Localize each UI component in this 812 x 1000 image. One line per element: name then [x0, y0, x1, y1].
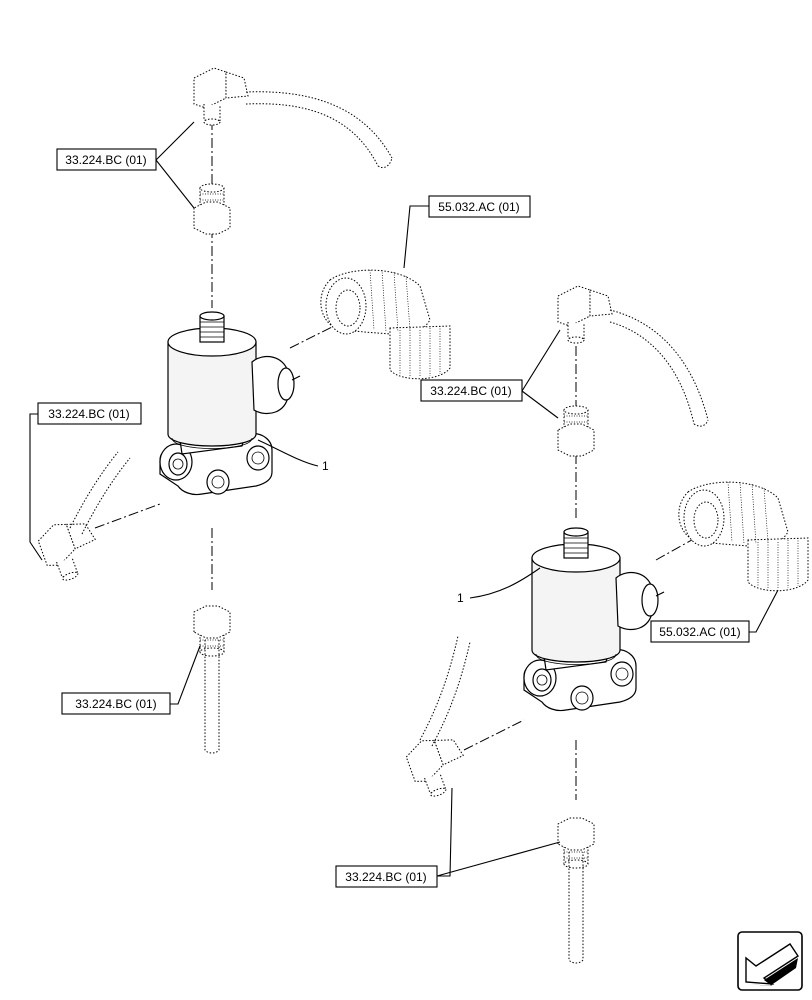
angle-plug-top-right	[557, 285, 613, 344]
solenoid-valve-left	[159, 311, 301, 496]
callout-33-224-bc-bottom-right[interactable]: 33.224.BC (01)	[335, 865, 438, 888]
svg-text:55.032.AC (01): 55.032.AC (01)	[659, 625, 740, 639]
item-number-1-left: 1	[257, 439, 329, 473]
svg-text:33.224.BC (01): 33.224.BC (01)	[65, 153, 146, 167]
item-number-1-right: 1	[457, 567, 541, 605]
callout-33-224-bc-mid-right[interactable]: 33.224.BC (01)	[420, 379, 523, 402]
callout-55-032-ac-right[interactable]: 55.032.AC (01)	[650, 620, 750, 643]
elbow-cap-right	[678, 481, 809, 592]
fitting-bottom-right	[557, 817, 595, 869]
svg-text:55.032.AC (01): 55.032.AC (01)	[438, 200, 519, 214]
assembly-left	[34, 67, 451, 754]
assembly-right	[402, 285, 809, 964]
arrow-left-down-icon[interactable]	[737, 931, 803, 991]
solenoid-valve-right	[523, 527, 665, 712]
svg-text:33.224.BC (01): 33.224.BC (01)	[75, 697, 156, 711]
callout-33-224-bc-mid-left[interactable]: 33.224.BC (01)	[37, 402, 142, 425]
svg-text:33.224.BC (01): 33.224.BC (01)	[345, 870, 426, 884]
angle-plug-side-right	[402, 728, 474, 802]
svg-text:1: 1	[457, 591, 464, 605]
fitting-top-right	[557, 405, 595, 457]
callout-33-224-bc-top-left[interactable]: 33.224.BC (01)	[56, 148, 157, 171]
angle-plug-top-left	[193, 67, 249, 126]
svg-text:1: 1	[322, 459, 329, 473]
angle-plug-side-left	[34, 512, 106, 586]
elbow-cap-left	[320, 269, 451, 380]
fitting-top-left	[193, 183, 231, 235]
svg-text:33.224.BC (01): 33.224.BC (01)	[48, 407, 129, 421]
callout-55-032-ac-top[interactable]: 55.032.AC (01)	[428, 195, 531, 218]
callout-33-224-bc-bottom-left[interactable]: 33.224.BC (01)	[61, 692, 171, 715]
svg-text:33.224.BC (01): 33.224.BC (01)	[430, 384, 511, 398]
